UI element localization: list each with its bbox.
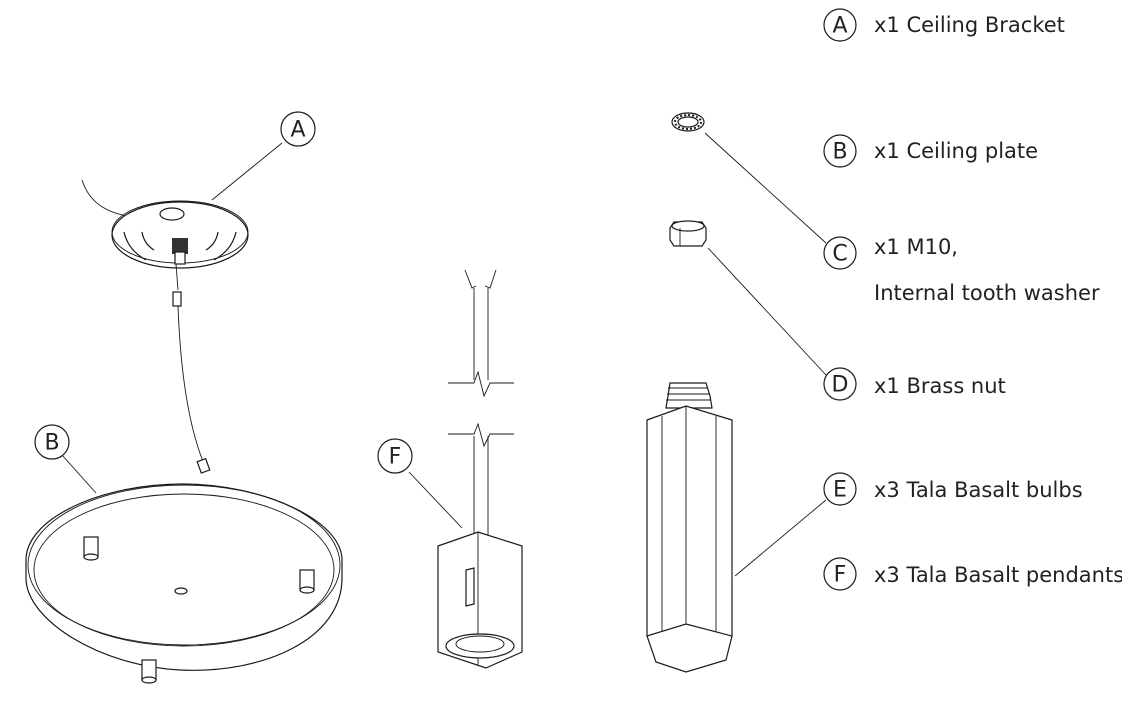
bracket-center-bolt bbox=[172, 238, 188, 254]
suspension-cable bbox=[177, 305, 205, 465]
pendant-break-bottom bbox=[448, 422, 514, 448]
legend-label-c-line1: x1 M10, bbox=[874, 235, 958, 259]
legend-badge-c bbox=[823, 236, 857, 270]
bracket-slot-left-inner bbox=[141, 231, 155, 251]
plate-stud-bottom-base bbox=[141, 676, 157, 684]
bracket-wire-drop bbox=[175, 263, 179, 291]
washer-inner bbox=[677, 116, 699, 128]
pendant-socket-rim bbox=[445, 633, 515, 659]
bracket-slot-left-outer bbox=[123, 231, 147, 261]
legend-label-f: x3 Tala Basalt pendants bbox=[874, 563, 1122, 587]
pendant-break-top bbox=[448, 370, 514, 398]
legend-label-b: x1 Ceiling plate bbox=[874, 139, 1038, 163]
legend-badge-f bbox=[823, 557, 857, 591]
bulb-body bbox=[646, 405, 733, 653]
legend-letter-e: E bbox=[833, 478, 847, 503]
nut-top bbox=[671, 220, 705, 232]
plate-top-rim bbox=[27, 484, 341, 646]
leader-line-d bbox=[707, 247, 827, 376]
leader-line-f bbox=[408, 471, 463, 529]
legend-label-d: x1 Brass nut bbox=[874, 374, 1006, 398]
legend-item-f: F x3 Tala Basalt pendants bbox=[823, 557, 1122, 591]
pendant-window bbox=[465, 567, 475, 607]
bulb-drawing bbox=[646, 382, 733, 673]
pendant-drawing bbox=[437, 269, 523, 669]
bracket-cable-grip bbox=[172, 291, 182, 307]
legend-label-c-line2: Internal tooth washer bbox=[874, 281, 1100, 305]
callout-badge-b bbox=[34, 424, 70, 460]
bracket-top-hole bbox=[159, 207, 185, 221]
plate-stud-left-base bbox=[83, 553, 99, 561]
cable-gripper bbox=[196, 457, 211, 474]
legend-letter-b: B bbox=[832, 140, 847, 165]
legend-item-d: D x1 Brass nut bbox=[823, 367, 1006, 401]
washer-drawing bbox=[671, 112, 705, 132]
legend-letter-c: C bbox=[832, 242, 847, 267]
leader-lines bbox=[61, 132, 827, 577]
nut-drawing bbox=[669, 220, 707, 247]
legend-label-e: x3 Tala Basalt bulbs bbox=[874, 478, 1083, 502]
bulb-cap bbox=[665, 382, 713, 409]
callout-badge-f bbox=[377, 438, 413, 474]
bracket-slot-right-outer bbox=[213, 231, 237, 261]
leader-line-c bbox=[704, 132, 827, 244]
callout-letter-b: B bbox=[44, 431, 59, 456]
legend-letter-f: F bbox=[834, 563, 847, 588]
legend-letter-a: A bbox=[832, 14, 847, 39]
legend-letter-d: D bbox=[832, 373, 849, 398]
legend-item-e: E x3 Tala Basalt bulbs bbox=[823, 472, 1083, 506]
bracket-bolt-thread bbox=[174, 251, 186, 265]
callout-letter-a: A bbox=[290, 118, 305, 143]
pendant-socket-inner bbox=[455, 635, 505, 653]
leader-line-e bbox=[734, 499, 827, 577]
bracket-slot-right-inner bbox=[205, 231, 219, 251]
legend-badge-b bbox=[823, 134, 857, 168]
plate-top-inner bbox=[33, 493, 335, 647]
plate-stud-right-base bbox=[299, 586, 315, 594]
legend-item-b: B x1 Ceiling plate bbox=[823, 134, 1038, 168]
ceiling-plate-drawing bbox=[25, 483, 343, 684]
leader-line-a bbox=[211, 142, 283, 201]
legend-badge-d bbox=[823, 367, 857, 401]
plate-body bbox=[25, 483, 343, 671]
legend: A x1 Ceiling Bracket B x1 Ceiling plate … bbox=[823, 8, 1122, 591]
legend-badge-a bbox=[823, 8, 857, 42]
washer-teeth bbox=[674, 114, 702, 130]
legend-item-a: A x1 Ceiling Bracket bbox=[823, 8, 1065, 42]
leader-line-b bbox=[61, 454, 97, 494]
legend-item-c: C x1 M10, Internal tooth washer bbox=[823, 235, 1100, 305]
callout-letter-f: F bbox=[389, 445, 402, 470]
callout-a: A bbox=[280, 111, 316, 147]
callout-b: B bbox=[34, 424, 70, 460]
ceiling-bracket-drawing bbox=[81, 179, 249, 307]
bulb-tip bbox=[646, 623, 733, 673]
pendant-cable-top bbox=[464, 269, 497, 289]
plate-center-hole bbox=[174, 587, 188, 595]
legend-badge-e bbox=[823, 472, 857, 506]
legend-label-a: x1 Ceiling Bracket bbox=[874, 13, 1065, 37]
callout-badge-a bbox=[280, 111, 316, 147]
callout-f: F bbox=[377, 438, 413, 474]
